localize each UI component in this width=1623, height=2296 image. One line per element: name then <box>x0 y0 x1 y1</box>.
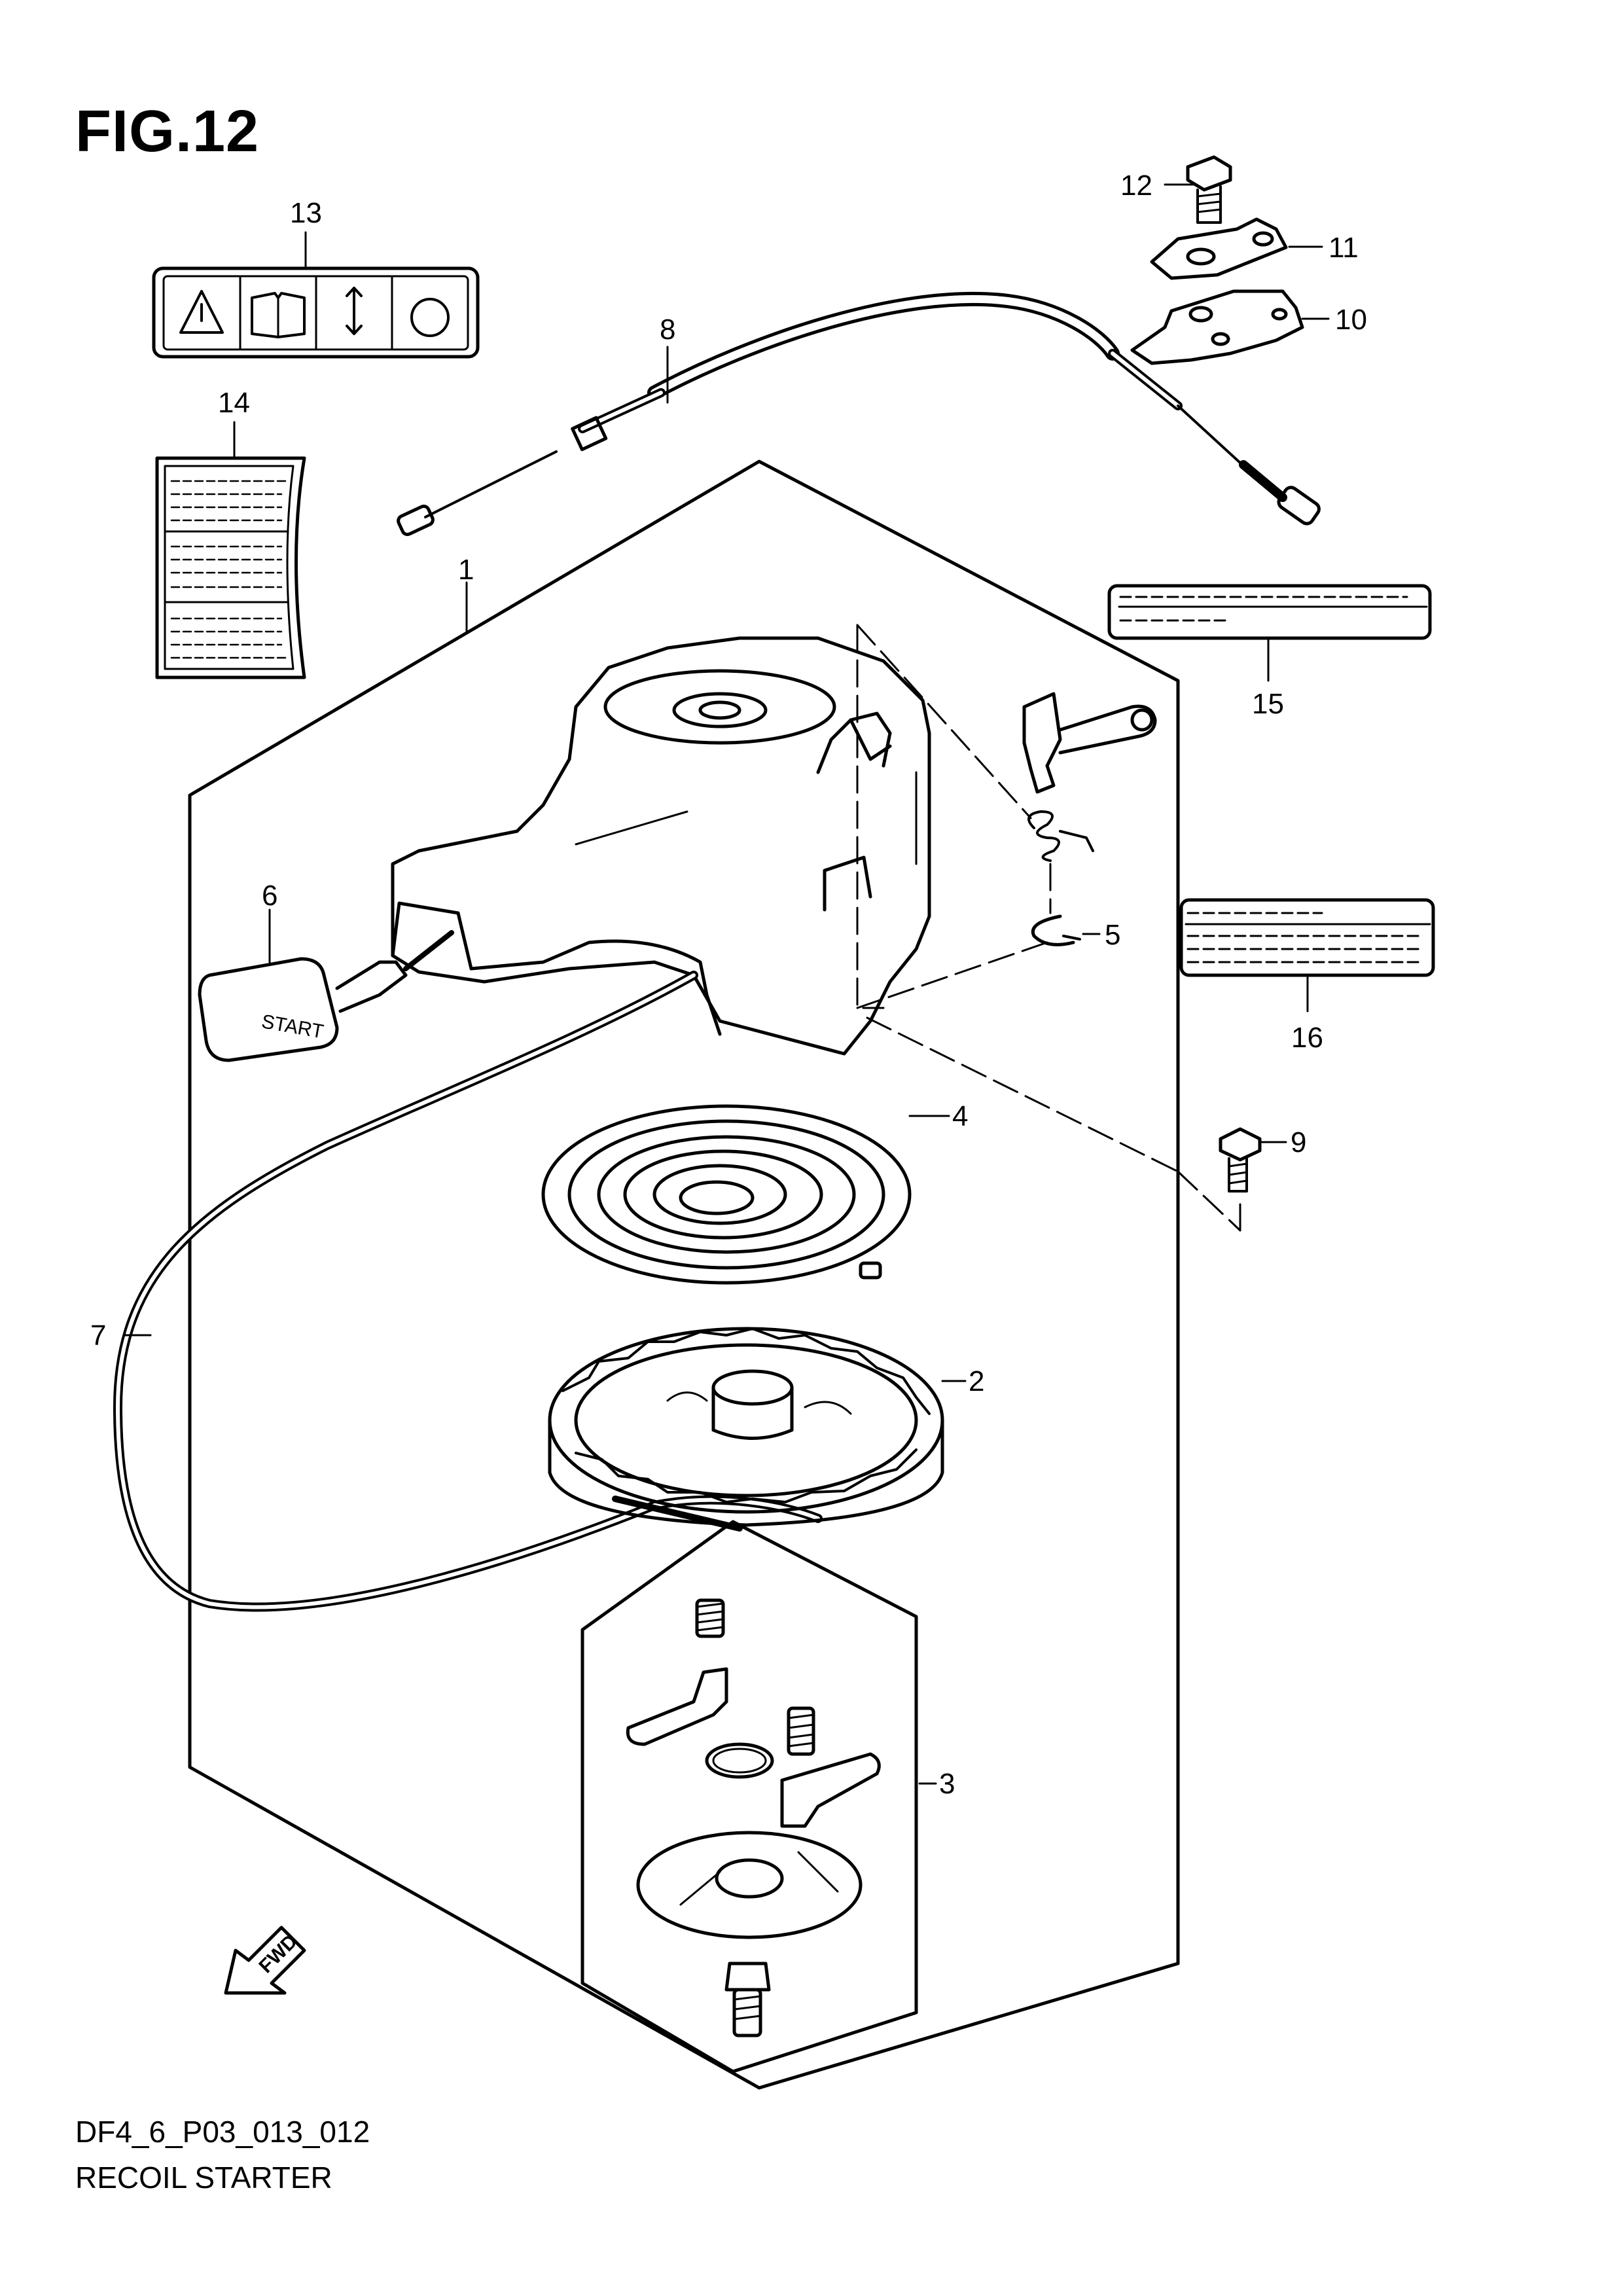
callout-1: 1 <box>458 554 474 586</box>
callout-5: 5 <box>1105 919 1120 951</box>
starter-handle-part-6: START <box>198 930 454 1062</box>
warning-triangle-icon <box>179 290 224 334</box>
fwd-text: FWD <box>255 1931 302 1978</box>
callout-leaders <box>123 183 1330 1785</box>
callout-6: 6 <box>262 880 277 912</box>
clamp-part-11 <box>1150 217 1288 280</box>
bracket-part-10 <box>1130 289 1304 365</box>
lock-pawl-parts <box>1022 692 1157 946</box>
label-part-16 <box>1179 898 1435 977</box>
callout-16: 16 <box>1291 1022 1323 1054</box>
callout-7: 7 <box>90 1319 106 1352</box>
label-part-15 <box>1107 584 1432 640</box>
starter-lock-cable-part-8 <box>397 291 1321 537</box>
instruction-label-part-14 <box>155 456 306 679</box>
drawing-title: RECOIL STARTER <box>75 2161 332 2195</box>
drawing-code: DF4_6_P03_013_012 <box>75 2115 370 2149</box>
bolt-part-12 <box>1186 155 1232 224</box>
callout-9: 9 <box>1291 1126 1306 1158</box>
callout-13: 13 <box>290 197 322 229</box>
callout-12: 12 <box>1120 170 1152 202</box>
caution-label-part-13 <box>152 266 480 359</box>
ratchet-parts-part-3 <box>626 1598 881 2037</box>
callout-14: 14 <box>218 387 250 419</box>
callout-8: 8 <box>660 314 675 346</box>
e-ring-part-5 <box>1031 914 1075 946</box>
ratchet-group-outline <box>580 1520 918 2073</box>
starter-case-part-1 <box>391 636 931 1056</box>
recoil-spring-part-4 <box>541 1104 912 1285</box>
manual-book-icon <box>251 292 306 338</box>
fwd-direction-arrow: FWD <box>224 1926 306 1995</box>
assembly-group-outline <box>188 459 1180 2090</box>
starter-rope-part-7 <box>113 971 823 1612</box>
assembly-guide-lines <box>856 624 1241 1232</box>
reel-part-2 <box>548 1327 944 1532</box>
figure-title: FIG.12 <box>75 99 260 164</box>
callout-15: 15 <box>1252 688 1284 720</box>
callout-3: 3 <box>939 1768 955 1800</box>
callout-10: 10 <box>1335 304 1367 336</box>
callout-4: 4 <box>952 1100 968 1132</box>
bolt-part-9 <box>1219 1127 1262 1193</box>
handle-start-text: START <box>260 1011 325 1043</box>
callout-11: 11 <box>1329 232 1359 264</box>
callout-2: 2 <box>969 1365 984 1397</box>
rotation-icon <box>410 298 450 337</box>
up-down-arrow-icon <box>346 287 363 335</box>
